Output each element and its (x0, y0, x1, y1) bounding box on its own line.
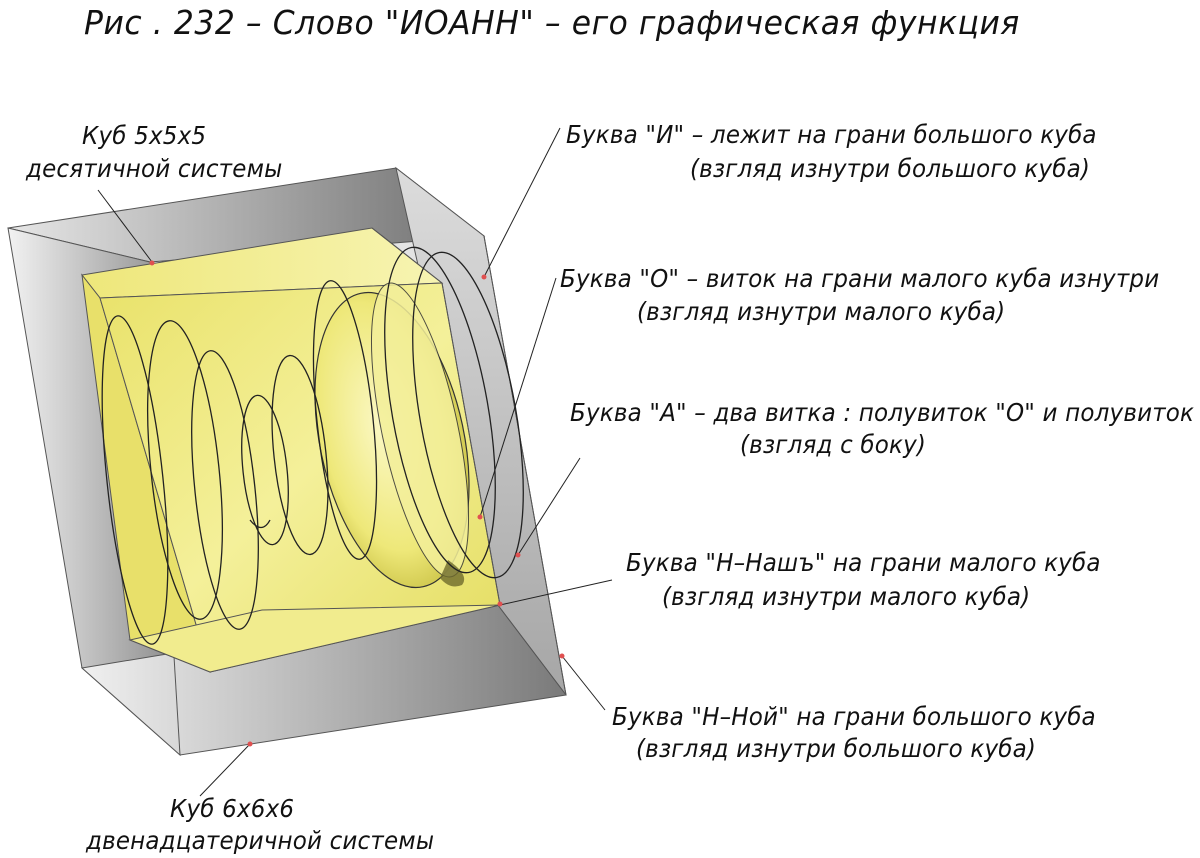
leader-letter-O (479, 277, 557, 518)
anchor-dot (481, 274, 487, 280)
label-small-cube-line1: Куб 5х5х5 (82, 121, 207, 150)
label-letter-O-line1: Буква "О" – виток на грани малого куба и… (560, 264, 1160, 293)
hemisphere-disc (314, 282, 470, 589)
label-letter-A-line1: Буква "А" – два витка : полувиток "О" и … (570, 398, 1200, 427)
leader-lines (97, 127, 613, 797)
label-big-cube-line1: Куб 6х6х6 (170, 794, 295, 823)
leader-letter-N-nash (499, 579, 613, 606)
leader-letter-N-noy (561, 655, 606, 711)
anchor-dot (149, 260, 155, 266)
anchor-dot (559, 653, 565, 659)
anchor-dots (149, 260, 565, 747)
leader-letter-A (517, 457, 581, 556)
label-letter-I-line1: Буква "И" – лежит на грани большого куба (566, 120, 1097, 149)
figure-title: Рис . 232 – Слово "ИОАНН" – его графичес… (84, 3, 1020, 42)
leader-letter-I (483, 127, 561, 278)
helix-spiral (101, 246, 524, 645)
anchor-dot (497, 601, 503, 607)
label-letter-N-nash-line2: (взгляд изнутри малого куба) (662, 582, 1031, 611)
leader-small-cube (97, 189, 153, 263)
label-letter-N-noy-line1: Буква "Н–Ной" на грани большого куба (612, 702, 1096, 731)
label-letter-O-line2: (взгляд изнутри малого куба) (637, 297, 1006, 326)
anchor-dot (247, 741, 253, 747)
label-letter-N-noy-line2: (взгляд изнутри большого куба) (636, 734, 1037, 763)
leader-big-cube (199, 743, 251, 797)
anchor-dot (477, 514, 483, 520)
anchor-dot (515, 552, 521, 558)
label-letter-A-line2: (взгляд с боку) (740, 430, 927, 459)
label-big-cube-line2: двенадцатеричной системы (86, 826, 435, 855)
label-small-cube-line2: десятичной системы (26, 154, 283, 183)
label-letter-N-nash-line1: Буква "Н–Нашъ" на грани малого куба (626, 548, 1101, 577)
label-letter-I-line2: (взгляд изнутри большого куба) (690, 154, 1091, 183)
